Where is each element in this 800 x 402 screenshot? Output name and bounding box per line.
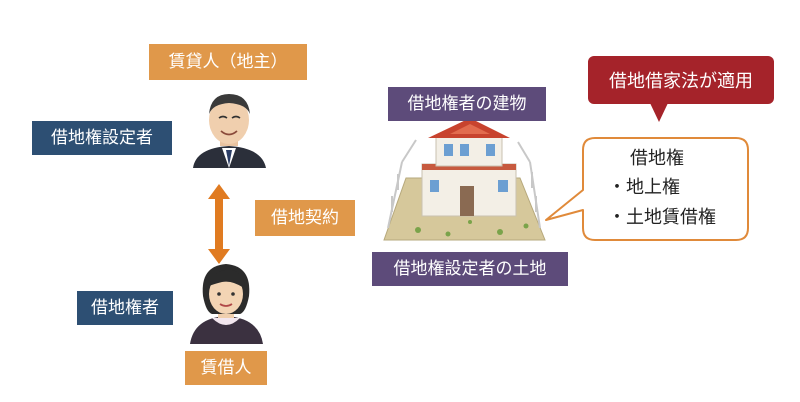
building-label: 借地権者の建物 [388,87,546,121]
leaseholder-label: 借地権者 [77,291,173,325]
lessor-label: 賃貸人（地主） [149,44,307,80]
rights-heading: 借地権 [630,148,684,169]
double-arrow-icon [208,184,230,264]
rights-item-superficies: ・地上権 [608,177,680,198]
rights-item-land-lease: ・土地賃借権 [608,207,716,228]
landlord-avatar [193,94,266,168]
land-label: 借地権設定者の土地 [372,252,568,286]
lessee-label: 賃借人 [185,351,267,385]
land-lease-contract-label: 借地契約 [255,200,355,236]
land-right-grantor-label: 借地権設定者 [32,121,172,155]
rights-speech-bubble [545,137,749,241]
law-applies-callout: 借地借家法が適用 [588,56,774,122]
tenant-avatar [190,264,263,344]
house-on-land-illustration [383,118,546,241]
rights-list: 借地権 ・地上権 ・土地賃借権 [608,142,748,236]
